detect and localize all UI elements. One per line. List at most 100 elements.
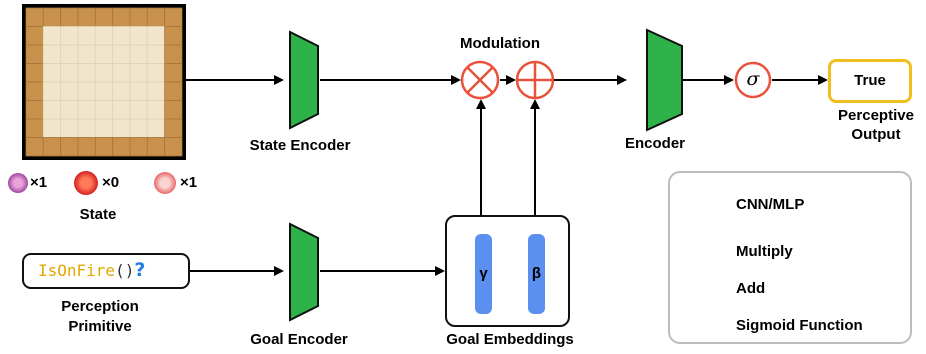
state-encoder-label: State Encoder (249, 137, 351, 154)
perception-primitive-label-line1: Perception (61, 298, 139, 315)
grid-counter-tile (146, 137, 166, 157)
grid-floor-tile (77, 118, 96, 138)
multiply-operator (460, 60, 500, 100)
grid-counter-tile (25, 26, 44, 46)
grid-counter-tile (25, 63, 44, 83)
grid-counter-tile (77, 137, 96, 157)
meat-icon (154, 172, 176, 194)
grid-floor-tile (129, 100, 148, 120)
grid-floor-tile (77, 44, 96, 64)
grid-floor-tile (94, 44, 114, 64)
grid-counter-tile (60, 7, 79, 27)
perceptive-output-label-line2: Output (851, 126, 901, 143)
ingredient-counts: ×1 ×0 ×1 (8, 171, 228, 195)
legend-label-multiply: Multiply (736, 243, 793, 260)
grid-floor-tile (42, 81, 62, 101)
grid-counter-tile (112, 7, 131, 27)
grid-floor-tile (94, 118, 114, 138)
grid-floor-tile (77, 63, 96, 83)
grid-floor-tile (129, 81, 148, 101)
grid-floor-tile (94, 81, 114, 101)
grid-counter-tile (164, 81, 183, 101)
grid-floor-tile (77, 81, 96, 101)
grid-floor-tile (42, 100, 62, 120)
grid-counter-tile (42, 137, 62, 157)
modulation-label: Modulation (460, 35, 540, 52)
grid-floor-tile (146, 44, 166, 64)
grid-floor-tile (60, 26, 79, 46)
grid-floor-tile (112, 26, 131, 46)
grid-counter-tile (129, 137, 148, 157)
grid-floor-tile (129, 44, 148, 64)
perception-primitive-label-line2: Primitive (68, 318, 132, 335)
grid-counter-tile (164, 137, 183, 157)
goal-embeddings-box: γ β (445, 215, 570, 327)
grid-counter-tile (146, 7, 166, 27)
perceptive-output-label-line1: Perceptive (838, 107, 914, 124)
grid-floor-tile (42, 118, 62, 138)
grid-counter-tile (164, 118, 183, 138)
grid-floor-tile (129, 118, 148, 138)
beta-bar: β (528, 234, 545, 314)
grid-floor-tile (60, 81, 79, 101)
state-grid (22, 4, 186, 160)
grid-counter-tile (25, 137, 44, 157)
grid-floor-tile (112, 81, 131, 101)
legend-row-cnn: CNN/MLP (670, 195, 910, 231)
primitive-question: ? (134, 259, 146, 281)
grid-counter-tile (77, 7, 96, 27)
grid-floor-tile (60, 44, 79, 64)
grid-floor-tile (94, 100, 114, 120)
grid-counter-tile (25, 7, 44, 27)
legend-row-add: Add (670, 279, 910, 315)
output-box: True (828, 59, 912, 103)
grid-counter-tile (112, 137, 131, 157)
grid-floor-tile (42, 26, 62, 46)
grid-counter-tile (94, 7, 114, 27)
grid-floor-tile (42, 44, 62, 64)
encoder-label: Encoder (624, 135, 685, 152)
grid-floor-tile (42, 63, 62, 83)
grid-floor-tile (112, 118, 131, 138)
state-label: State (79, 206, 117, 223)
grid-floor-tile (77, 26, 96, 46)
grid-floor-tile (146, 118, 166, 138)
legend-label-sigmoid: Sigmoid Function (736, 317, 863, 334)
tomato-icon (74, 171, 98, 195)
gamma-bar: γ (475, 234, 492, 314)
perception-primitive-box: IsOnFire()? (22, 253, 190, 289)
grid-counter-tile (60, 137, 79, 157)
primitive-parens: () (115, 261, 135, 280)
grid-floor-tile (60, 63, 79, 83)
grid-counter-tile (164, 63, 183, 83)
grid-floor-tile (146, 26, 166, 46)
legend-label-cnn: CNN/MLP (736, 196, 805, 213)
grid-counter-tile (42, 7, 62, 27)
legend: CNN/MLP Multiply Add Sigmoid Function (668, 171, 912, 344)
add-operator (515, 60, 555, 100)
grid-floor-tile (146, 100, 166, 120)
goal-embeddings-label: Goal Embeddings (446, 331, 574, 348)
legend-label-add: Add (736, 280, 766, 297)
grid-floor-tile (60, 100, 79, 120)
grid-floor-tile (94, 63, 114, 83)
grid-counter-tile (25, 118, 44, 138)
grid-counter-tile (164, 7, 183, 27)
grid-counter-tile (25, 81, 44, 101)
goal-encoder-label: Goal Encoder (250, 331, 348, 348)
encoder-trapezoid (646, 28, 683, 132)
grid-floor-tile (77, 100, 96, 120)
grid-counter-tile (25, 100, 44, 120)
grid-floor-tile (112, 63, 131, 83)
grid-floor-tile (112, 44, 131, 64)
primitive-name: IsOnFire (38, 261, 116, 280)
grid-counter-tile (25, 44, 44, 64)
goal-encoder-trapezoid (289, 222, 319, 322)
legend-row-sigmoid: Sigmoid Function (670, 316, 910, 352)
state-encoder-trapezoid (289, 30, 319, 130)
sigmoid-operator (734, 61, 772, 99)
grid-counter-tile (164, 44, 183, 64)
grid-counter-tile (129, 7, 148, 27)
grid-counter-tile (164, 100, 183, 120)
onion-icon (8, 173, 28, 193)
